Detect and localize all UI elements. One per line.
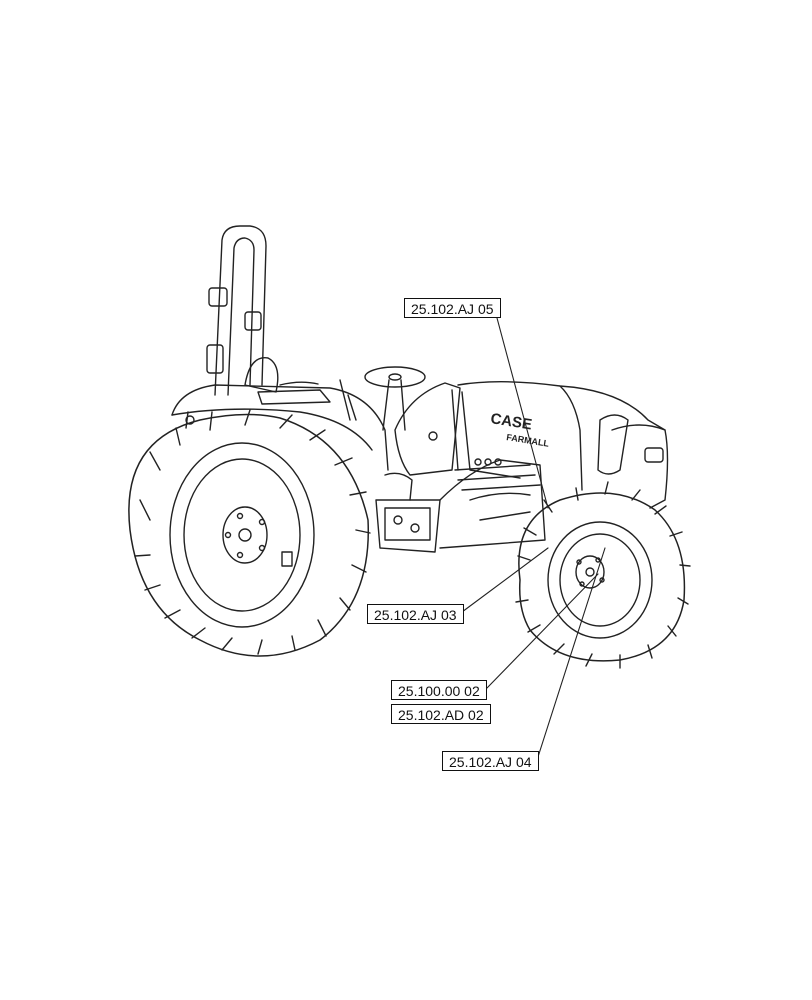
hood [457,381,669,509]
leader-c100 [486,573,599,689]
dash-shroud [394,382,461,476]
callout-25-102-aj-05[interactable]: 25.102.AJ 05 [404,298,501,318]
rops-rollbar [206,225,267,396]
steering-wheel [339,366,426,431]
leader-aj04 [536,547,606,761]
leader-lines [461,317,606,761]
brand-text: CASE [489,410,533,433]
leader-aj03 [461,547,549,613]
rear-fender [171,384,389,471]
leader-aj05 [496,317,549,509]
callout-25-100-00-02[interactable]: 25.100.00 02 [391,680,487,700]
callout-25-102-aj-03[interactable]: 25.102.AJ 03 [367,604,464,624]
engine-block [375,458,546,553]
rear-wheel [128,409,371,657]
front-wheel [515,481,691,669]
callout-25-102-aj-04[interactable]: 25.102.AJ 04 [442,751,539,771]
callout-25-102-ad-02[interactable]: 25.102.AD 02 [391,704,491,724]
operator-seat [244,357,331,405]
